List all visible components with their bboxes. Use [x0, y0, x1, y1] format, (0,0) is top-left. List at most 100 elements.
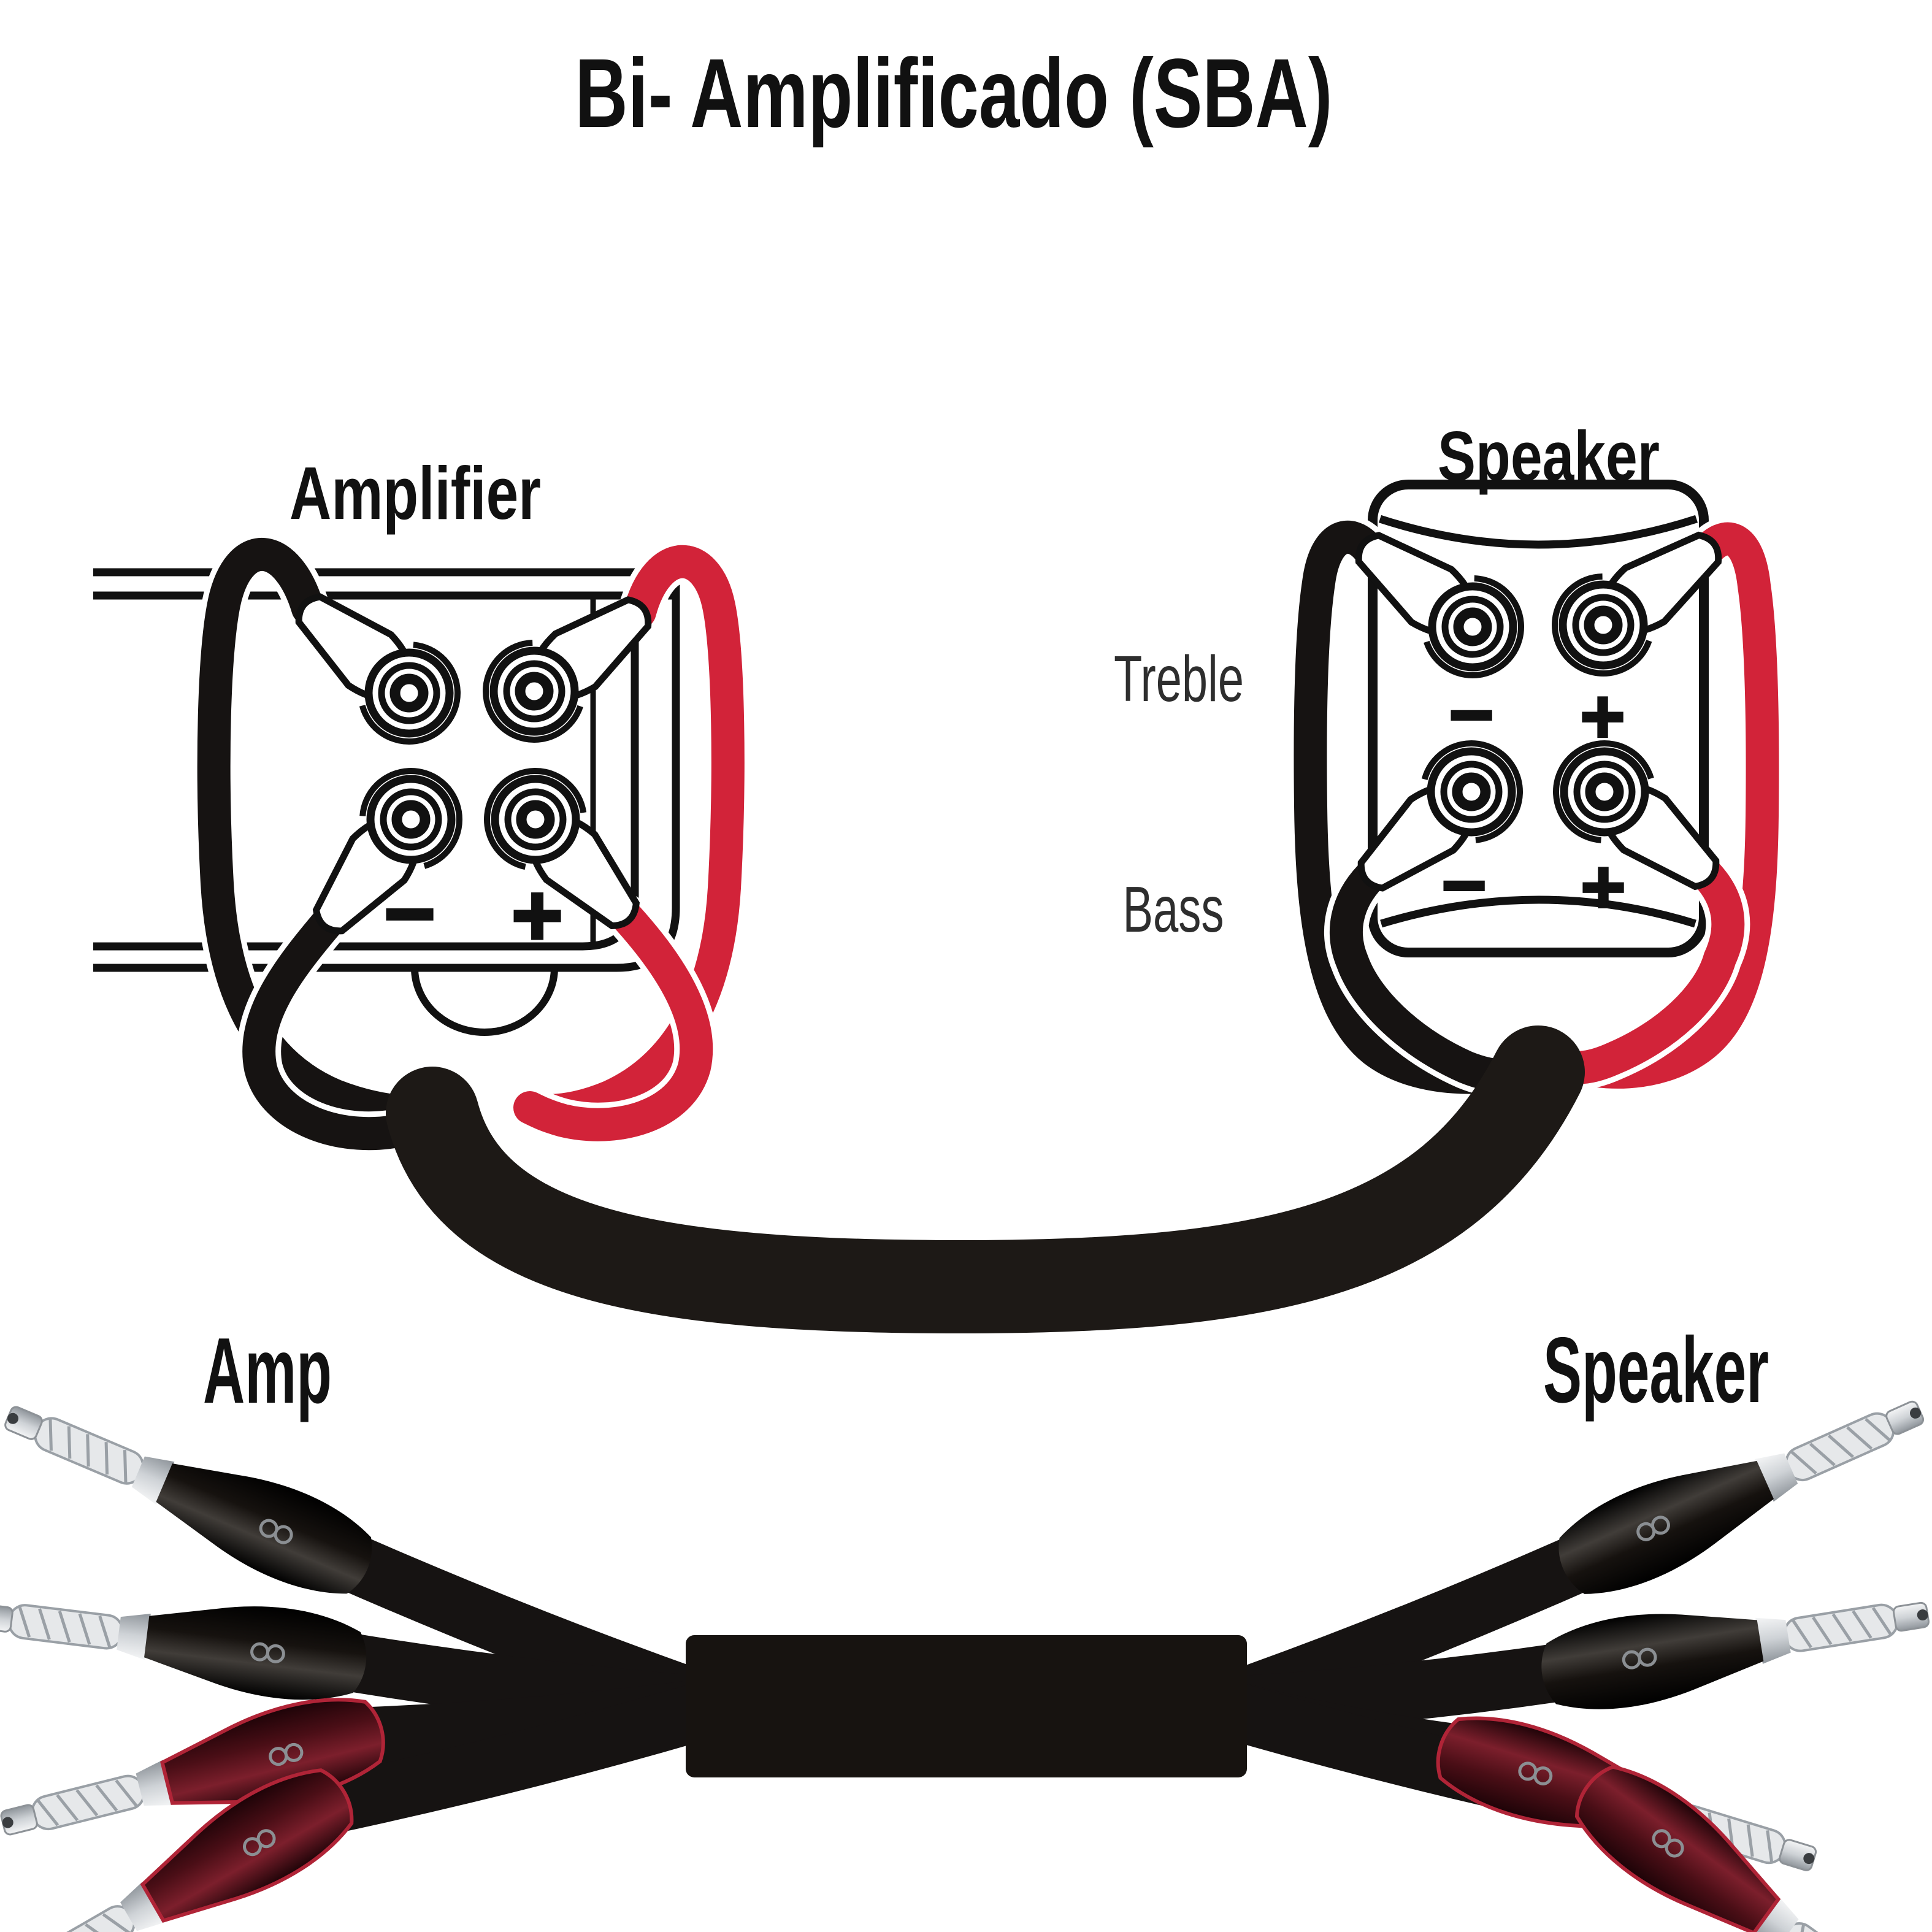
braid-texture-line: [98, 1616, 112, 1648]
cable-main-jacket: [686, 1635, 1247, 1777]
bass-minus-sign: −: [1439, 849, 1489, 919]
connector-collar: [1754, 1453, 1798, 1502]
connector-barrel: [156, 1463, 372, 1594]
braid-texture-line: [1828, 1434, 1854, 1459]
braid-texture-line: [86, 1434, 90, 1467]
banana-connector-red: [1574, 1765, 1883, 1932]
post-washer-arc: [359, 642, 461, 745]
connector-barrel: [1541, 1614, 1764, 1709]
logo-mark: [269, 1747, 288, 1766]
braid-texture-line: [123, 1450, 128, 1482]
braid-texture-line: [1795, 1925, 1805, 1932]
post-washer-arc: [484, 768, 587, 870]
speaker-treble-positive-wire: [1556, 522, 1779, 1089]
post-washer-arc: [483, 640, 583, 743]
speaker-bass-positive-wire: [1547, 858, 1745, 1084]
braid-texture-line: [104, 1442, 109, 1475]
post-hole: [516, 800, 555, 839]
banana-connector-black: [1558, 1400, 1925, 1594]
connector-barrel: [144, 1606, 367, 1700]
banana-connector-black: [0, 1603, 367, 1700]
binding-post: [1357, 740, 1523, 892]
speaker-panel: [1368, 480, 1709, 957]
braid-texture-line: [58, 1611, 71, 1643]
braid-texture-line: [1790, 1451, 1817, 1475]
connector-barrel: [140, 1768, 354, 1923]
cable-product-photo: Amp Speaker: [0, 1318, 1930, 1932]
amp-negative-wire-top: [197, 537, 446, 1129]
treble-minus-sign: −: [1446, 679, 1497, 749]
tip-hole: [2, 1817, 13, 1828]
post-hole: [391, 800, 431, 839]
braid-texture-line: [102, 1913, 131, 1932]
combined-speaker-cable: [386, 1025, 1585, 1334]
braid-texture-line: [1831, 1613, 1853, 1643]
braid-texture-line: [1812, 1616, 1833, 1646]
braid-texture-line: [1766, 1830, 1774, 1863]
binding-post: [484, 768, 640, 930]
braid-texture-line: [36, 1799, 59, 1827]
post-washer-arc: [1552, 573, 1652, 677]
logo-mark: [250, 1642, 270, 1662]
speaker-treble-negative-wire: [1294, 520, 1545, 1094]
braid-texture-line: [38, 1608, 51, 1640]
braid-texture-line: [1871, 1607, 1893, 1636]
binding-post: [1552, 531, 1722, 677]
treble-label: Treble: [1114, 643, 1244, 715]
bass-plus-sign: +: [1578, 851, 1628, 921]
banana-plug-tip: [0, 1603, 13, 1633]
braid-texture-line: [1846, 1426, 1873, 1450]
connector-collar: [117, 1614, 151, 1660]
braid-texture-line: [78, 1613, 91, 1645]
binding-posts-layer: [295, 531, 1722, 935]
banana-connector-black: [4, 1406, 372, 1594]
connector-collar: [131, 1456, 175, 1505]
tip-hole: [7, 1413, 19, 1424]
post-hole: [1452, 772, 1491, 811]
tip-hole: [1917, 1609, 1928, 1621]
amp-cable-grommet-bump: [411, 967, 558, 1036]
logo-mark: [259, 1519, 278, 1538]
binding-post: [1553, 740, 1720, 891]
braid-texture-line: [1809, 1443, 1836, 1466]
braid-texture-line: [56, 1794, 79, 1822]
logo-mark: [1533, 1766, 1553, 1785]
connector-collar: [120, 1882, 166, 1931]
banana-connectors-layer: [0, 1400, 1930, 1932]
logo-mark: [243, 1837, 263, 1857]
tip-hole: [1909, 1407, 1921, 1419]
post-washer-arc: [1424, 575, 1524, 678]
braid-texture-line: [115, 1779, 138, 1807]
page-title: Bi- Amplificado (SBA): [575, 38, 1333, 148]
logo-mark: [1650, 1516, 1670, 1535]
braid-texture-line: [85, 1923, 113, 1932]
braid-texture-line: [95, 1784, 118, 1812]
amp-positive-wire-bottom: [513, 899, 713, 1141]
braid-texture-line: [1792, 1619, 1812, 1649]
photo-amp-label: Amp: [203, 1319, 332, 1423]
photo-speaker-label: Speaker: [1543, 1318, 1769, 1422]
connector-barrel: [1558, 1460, 1774, 1594]
banana-connector-black: [1541, 1601, 1930, 1709]
braid-texture-line: [48, 1418, 53, 1451]
connector-collar: [1755, 1617, 1791, 1664]
speaker-panel-top-arc: [1378, 515, 1698, 549]
connector-collar: [1751, 1896, 1799, 1932]
tip-hole: [1803, 1853, 1815, 1865]
speaker-panel-bottom-arc: [1380, 895, 1696, 928]
speaker-wires: [191, 515, 1785, 1156]
post-hole: [389, 673, 429, 713]
post-washer-arc: [1553, 740, 1654, 843]
binding-post: [295, 593, 461, 745]
treble-plus-sign: +: [1577, 681, 1628, 751]
upper-diagram: Amplifier − + Speaker Treble Bass − + − …: [93, 418, 1785, 1334]
braid-texture-line: [1746, 1824, 1754, 1857]
logo-mark: [1665, 1838, 1684, 1858]
braid-texture-line: [1865, 1417, 1892, 1442]
connector-barrel: [1574, 1765, 1781, 1932]
cable-strand: [288, 1677, 747, 1837]
speaker-cabinet: Treble Bass − + − +: [1114, 480, 1709, 957]
amp-plus-sign: +: [508, 875, 566, 954]
binding-post: [312, 768, 462, 935]
